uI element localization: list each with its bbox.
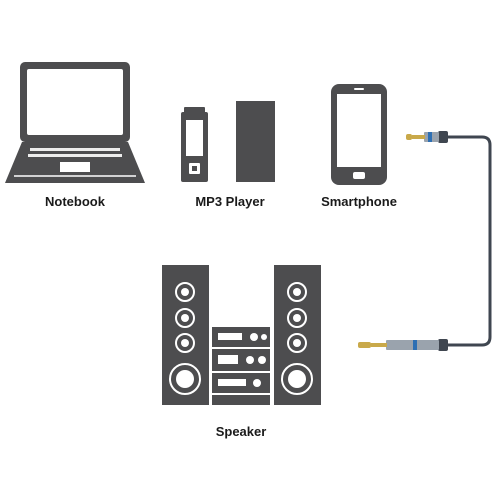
smartphone-label: Smartphone [321, 194, 397, 209]
notebook-label: Notebook [45, 194, 105, 209]
stereo-unit-icon [212, 327, 270, 405]
speaker-label: Speaker [215, 424, 267, 439]
audio-cable-icon [358, 131, 492, 351]
mp3-player-label: MP3 Player [195, 194, 265, 209]
notebook-icon [5, 62, 145, 183]
smartphone-icon [331, 84, 387, 185]
speaker-right-icon [274, 265, 321, 405]
speaker-left-icon [162, 265, 209, 405]
mp3-player-icon [181, 101, 275, 182]
